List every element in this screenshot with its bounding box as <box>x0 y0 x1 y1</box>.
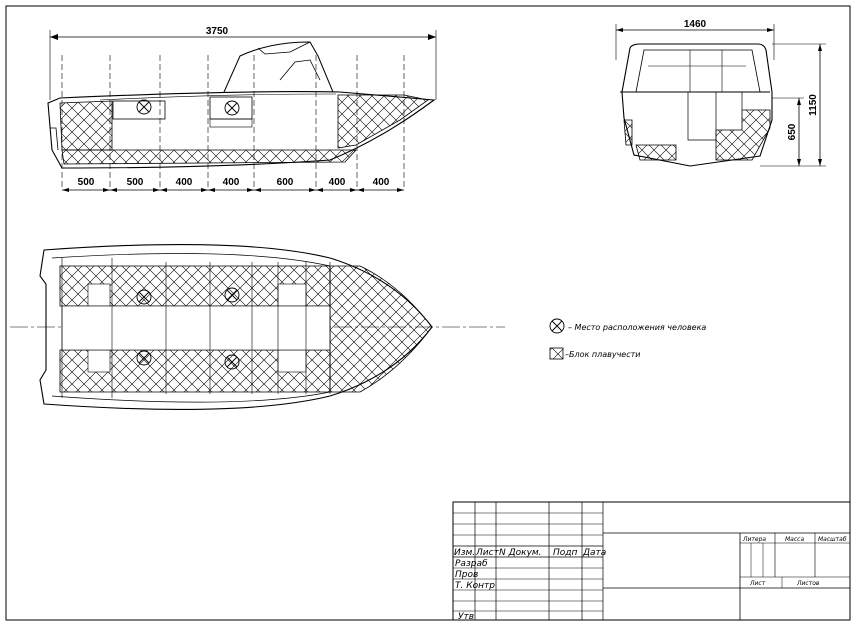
person-marker-icon <box>224 287 240 303</box>
height-total-label: 1150 <box>808 94 819 116</box>
segment-label: 500 <box>127 177 144 188</box>
col-list: Лист <box>475 548 500 558</box>
col-date: Дата <box>582 548 606 558</box>
col-doc: N Докум. <box>499 548 542 558</box>
row-utv: Утв <box>458 612 474 622</box>
col-izm: Изм. <box>454 548 475 558</box>
segment-label: 400 <box>176 177 193 188</box>
person-marker-icon <box>136 99 152 115</box>
listov-label: Листов <box>796 580 820 587</box>
flotation-block-legend-icon <box>549 347 564 360</box>
person-marker-icon <box>224 354 240 370</box>
segment-label: 600 <box>277 177 294 188</box>
legend: – Место расположения человека –Блок плав… <box>549 318 706 360</box>
overall-length-label: 3750 <box>206 26 229 37</box>
person-marker-icon <box>136 350 152 366</box>
list-label: Лист <box>749 580 766 587</box>
segment-label: 400 <box>223 177 240 188</box>
sheet-frame <box>5 5 851 621</box>
col-sign: Подп <box>553 548 577 558</box>
legend-person-place: – Место расположения человека <box>568 323 706 332</box>
person-marker-icon <box>136 289 152 305</box>
row-tkontr: Т. Контр <box>455 581 495 591</box>
legend-flotation-block: –Блок плавучести <box>565 350 640 359</box>
title-block-text: Изм. Лист N Докум. Подп Дата Разраб Пров… <box>454 536 847 622</box>
segment-label: 400 <box>329 177 346 188</box>
height-hull-label: 650 <box>787 123 798 140</box>
title-block <box>452 501 851 621</box>
segment-label: 500 <box>78 177 95 188</box>
row-razrab: Разраб <box>455 559 488 569</box>
person-place-legend-icon <box>549 318 565 334</box>
front-view: 1460 1150 650 <box>615 19 826 167</box>
width-label: 1460 <box>684 19 707 30</box>
side-view: 3750 <box>47 26 437 192</box>
massa-label: Масса <box>785 536 804 543</box>
segment-label: 400 <box>373 177 390 188</box>
row-prov: Пров <box>455 570 478 580</box>
litera-label: Литера <box>742 536 766 543</box>
person-marker-icon <box>224 100 240 116</box>
masshtab-label: Масштаб <box>818 536 847 543</box>
plan-view <box>10 244 505 410</box>
